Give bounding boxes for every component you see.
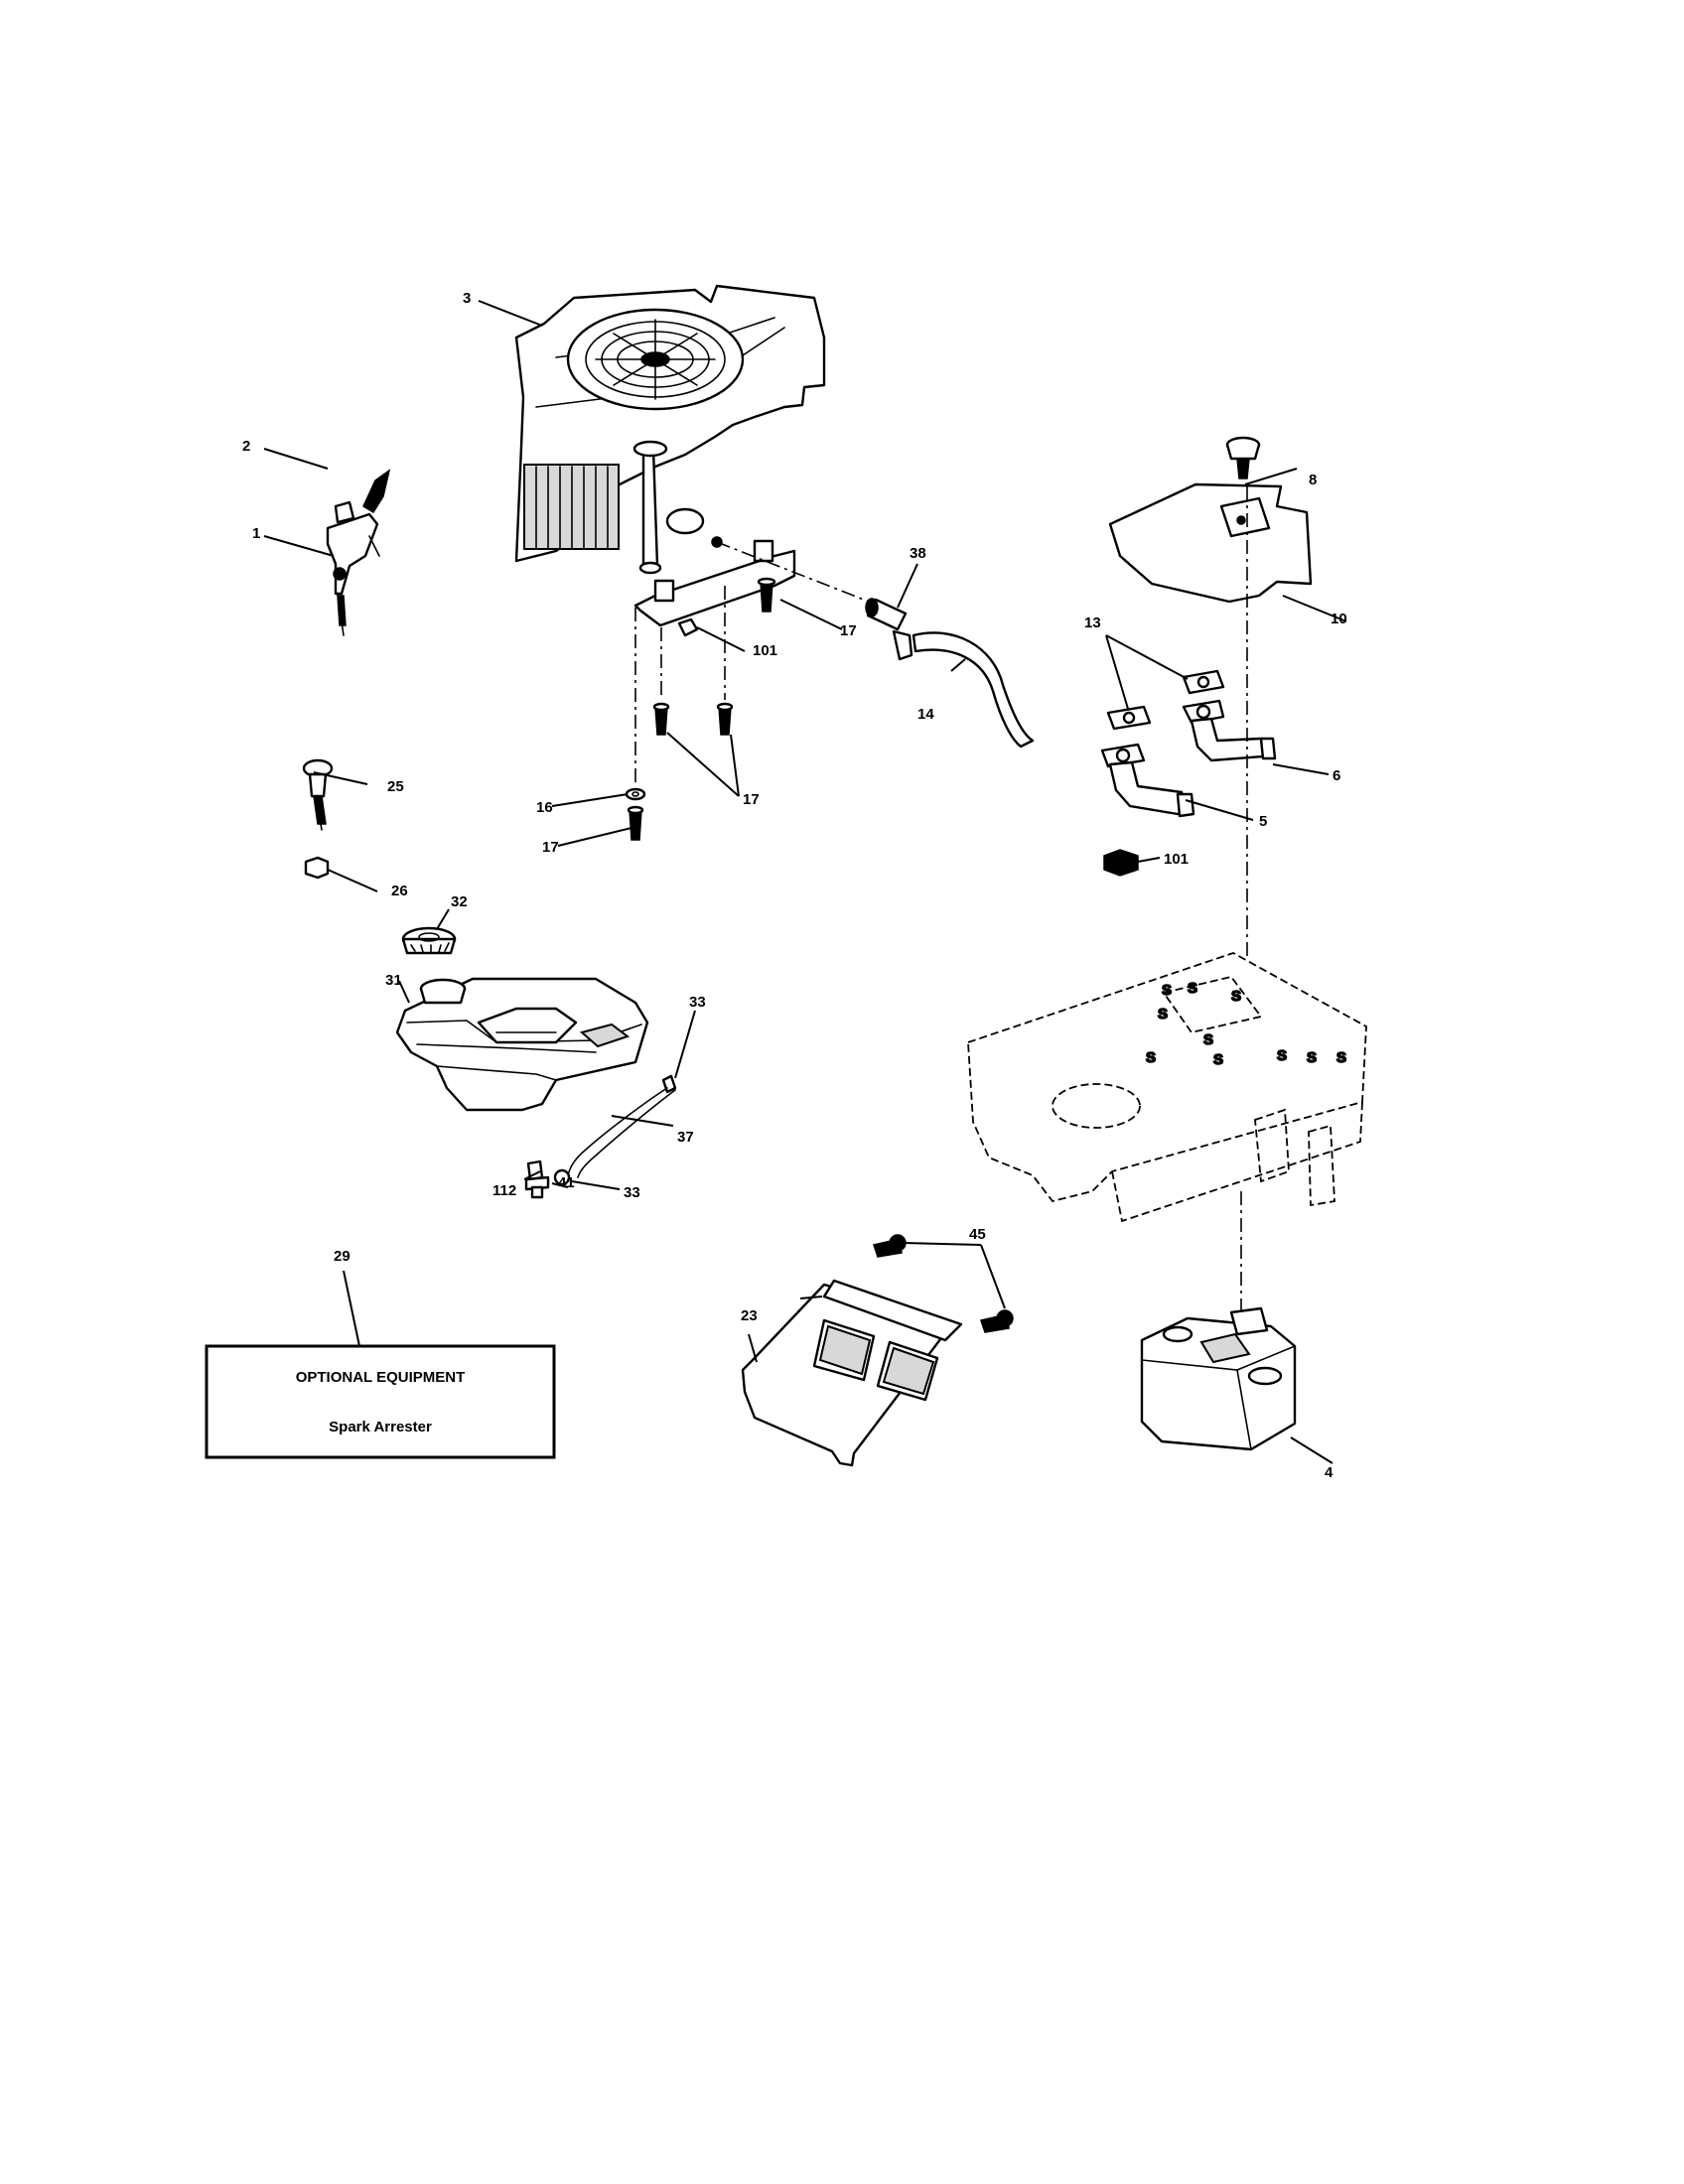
callout-101-exhaust: 101 [1164, 851, 1189, 868]
callout-16: 16 [536, 799, 553, 816]
callout-33-top: 33 [689, 994, 706, 1011]
svg-text:S: S [1203, 1031, 1213, 1048]
throttle-control [326, 469, 391, 636]
exhaust-pipe-6 [1182, 699, 1277, 762]
bolt-8 [1225, 436, 1261, 479]
svg-text:S: S [1162, 982, 1172, 999]
heat-shield-10 [1108, 482, 1313, 604]
chassis-frame: S S S S S S S S S S [967, 952, 1367, 1223]
svg-text:S: S [1213, 1051, 1223, 1068]
fuel-tank-31 [395, 977, 649, 1112]
callout-38: 38 [910, 545, 926, 562]
callout-6: 6 [1333, 767, 1340, 784]
svg-text:S: S [1188, 980, 1197, 997]
callout-2: 2 [242, 438, 250, 455]
callout-26: 26 [391, 883, 408, 899]
spark-arrester-label: Spark Arrester [329, 1419, 432, 1435]
engine-mount-hardware [625, 577, 776, 841]
callout-labels: 3 2 1 25 26 32 31 33 37 112 41 33 38 14 … [242, 290, 1347, 1481]
callout-17-mid: 17 [743, 791, 760, 808]
optional-equipment-box: OPTIONAL EQUIPMENT Spark Arrester [205, 1344, 556, 1459]
callout-41: 41 [558, 1174, 575, 1191]
leader-lines [263, 300, 1347, 1464]
svg-text:S: S [1158, 1006, 1168, 1023]
callout-31: 31 [385, 972, 402, 989]
fuel-cap-32 [401, 926, 457, 955]
callout-37: 37 [677, 1129, 694, 1146]
bolts-45 [873, 1234, 1014, 1333]
svg-text:S: S [1146, 1049, 1156, 1066]
exhaust-gaskets-13 [1106, 669, 1225, 731]
callout-17-right: 17 [840, 622, 857, 639]
muffler-4 [1140, 1306, 1297, 1451]
svg-text:S: S [1231, 988, 1241, 1005]
callout-29: 29 [334, 1248, 351, 1265]
nut-26 [304, 856, 330, 880]
assembly-center-lines [634, 486, 1248, 1310]
heat-shield-23 [741, 1279, 963, 1467]
exhaust-pipe-5 [1100, 743, 1195, 818]
callout-14: 14 [917, 706, 934, 723]
svg-text:S: S [1277, 1047, 1287, 1064]
callout-17-bottom: 17 [542, 839, 559, 856]
callout-25: 25 [387, 778, 404, 795]
optional-equipment-title: OPTIONAL EQUIPMENT [296, 1369, 466, 1386]
callout-101-engine: 101 [753, 642, 777, 659]
choke-knob-25 [302, 758, 334, 831]
nut-101-exhaust [1103, 849, 1139, 877]
engine [514, 284, 826, 627]
callout-33-bottom: 33 [624, 1184, 640, 1201]
callout-32: 32 [451, 893, 468, 910]
callout-45: 45 [969, 1226, 986, 1243]
callout-10: 10 [1331, 611, 1347, 627]
callout-8: 8 [1309, 472, 1317, 488]
svg-text:S: S [1336, 1049, 1346, 1066]
callout-23: 23 [741, 1307, 758, 1324]
callout-112: 112 [492, 1182, 516, 1199]
fuel-filter-38 [865, 598, 913, 661]
svg-text:S: S [1307, 1049, 1317, 1066]
callout-4: 4 [1325, 1464, 1333, 1481]
callout-1: 1 [252, 525, 260, 542]
callout-13: 13 [1084, 614, 1101, 631]
callout-3: 3 [463, 290, 471, 307]
callout-5: 5 [1259, 813, 1267, 830]
fuel-hose-14 [912, 631, 1035, 749]
